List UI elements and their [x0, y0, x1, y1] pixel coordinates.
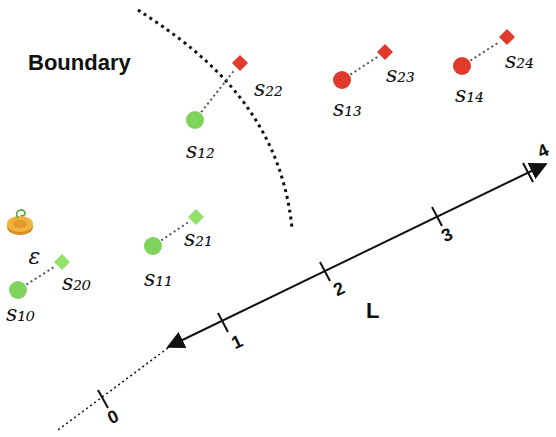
state-label: s₂₃: [386, 64, 415, 86]
axis-tick: [98, 390, 108, 408]
point-circle: [333, 71, 351, 89]
pair-link: [26, 267, 54, 285]
state-diamond: s₂₃: [377, 44, 393, 60]
state-label: s₁₀: [6, 303, 35, 325]
shape-outline: [232, 55, 248, 71]
tick-number: 4: [535, 141, 552, 162]
state-label: s₂₂: [254, 78, 283, 100]
point-diamond: [232, 55, 248, 71]
tick-number: 2: [331, 279, 348, 300]
state-label: s₂₁: [184, 228, 213, 250]
point-diamond: [377, 44, 393, 60]
point-diamond: [499, 29, 515, 45]
axis-line: [168, 164, 546, 347]
boundary-curve: [138, 10, 292, 228]
state-circle: s₁₄: [453, 57, 471, 75]
shape-outline: [333, 71, 351, 89]
point-circle: [144, 237, 162, 255]
shape-outline: [186, 111, 204, 129]
state-label: s₂₀: [62, 272, 91, 294]
distance-label: ε: [28, 246, 40, 268]
state-diamond: s₂₂: [232, 55, 248, 71]
state-diamond: s₂₀: [54, 254, 70, 270]
pair-link: [201, 70, 234, 112]
point-diamond: [188, 209, 204, 225]
shape-outline: [188, 209, 204, 225]
state-label: s₂₄: [505, 50, 534, 72]
axis-dotted: [58, 348, 168, 430]
axis-tick: [523, 163, 533, 182]
pair-link: [470, 42, 499, 61]
axis-tick: [218, 313, 228, 332]
coin-icon: [7, 210, 33, 235]
tick-number: 3: [439, 225, 456, 246]
shape-outline: [144, 237, 162, 255]
region-label: Boundary: [28, 52, 131, 74]
point-circle: [9, 281, 27, 299]
point-circle: [186, 111, 204, 129]
state-diamond: s₂₁: [188, 209, 204, 225]
state-label: s₁₃: [333, 98, 362, 120]
state-diamond: s₂₄: [499, 29, 515, 45]
point-diamond: [54, 254, 70, 270]
state-circle: s₁₂: [186, 111, 204, 129]
state-circle: s₁₃: [333, 71, 351, 89]
axis-name: L: [366, 300, 379, 322]
shape-outline: [453, 57, 471, 75]
state-circle: s₁₁: [144, 237, 162, 255]
axis-tick: [432, 207, 442, 226]
state-label: s₁₁: [144, 268, 173, 290]
tick-number: 1: [229, 332, 246, 353]
shape-outline: [9, 281, 27, 299]
state-circle: s₁₀: [9, 281, 27, 299]
axis-tick: [320, 262, 330, 281]
shape-outline: [377, 44, 393, 60]
state-label: s₁₂: [186, 140, 215, 162]
pair-link: [350, 57, 377, 75]
point-circle: [453, 57, 471, 75]
shape-outline: [499, 29, 515, 45]
tick-number: 0: [105, 407, 122, 428]
shape-outline: [54, 254, 70, 270]
state-label: s₁₄: [455, 84, 484, 106]
